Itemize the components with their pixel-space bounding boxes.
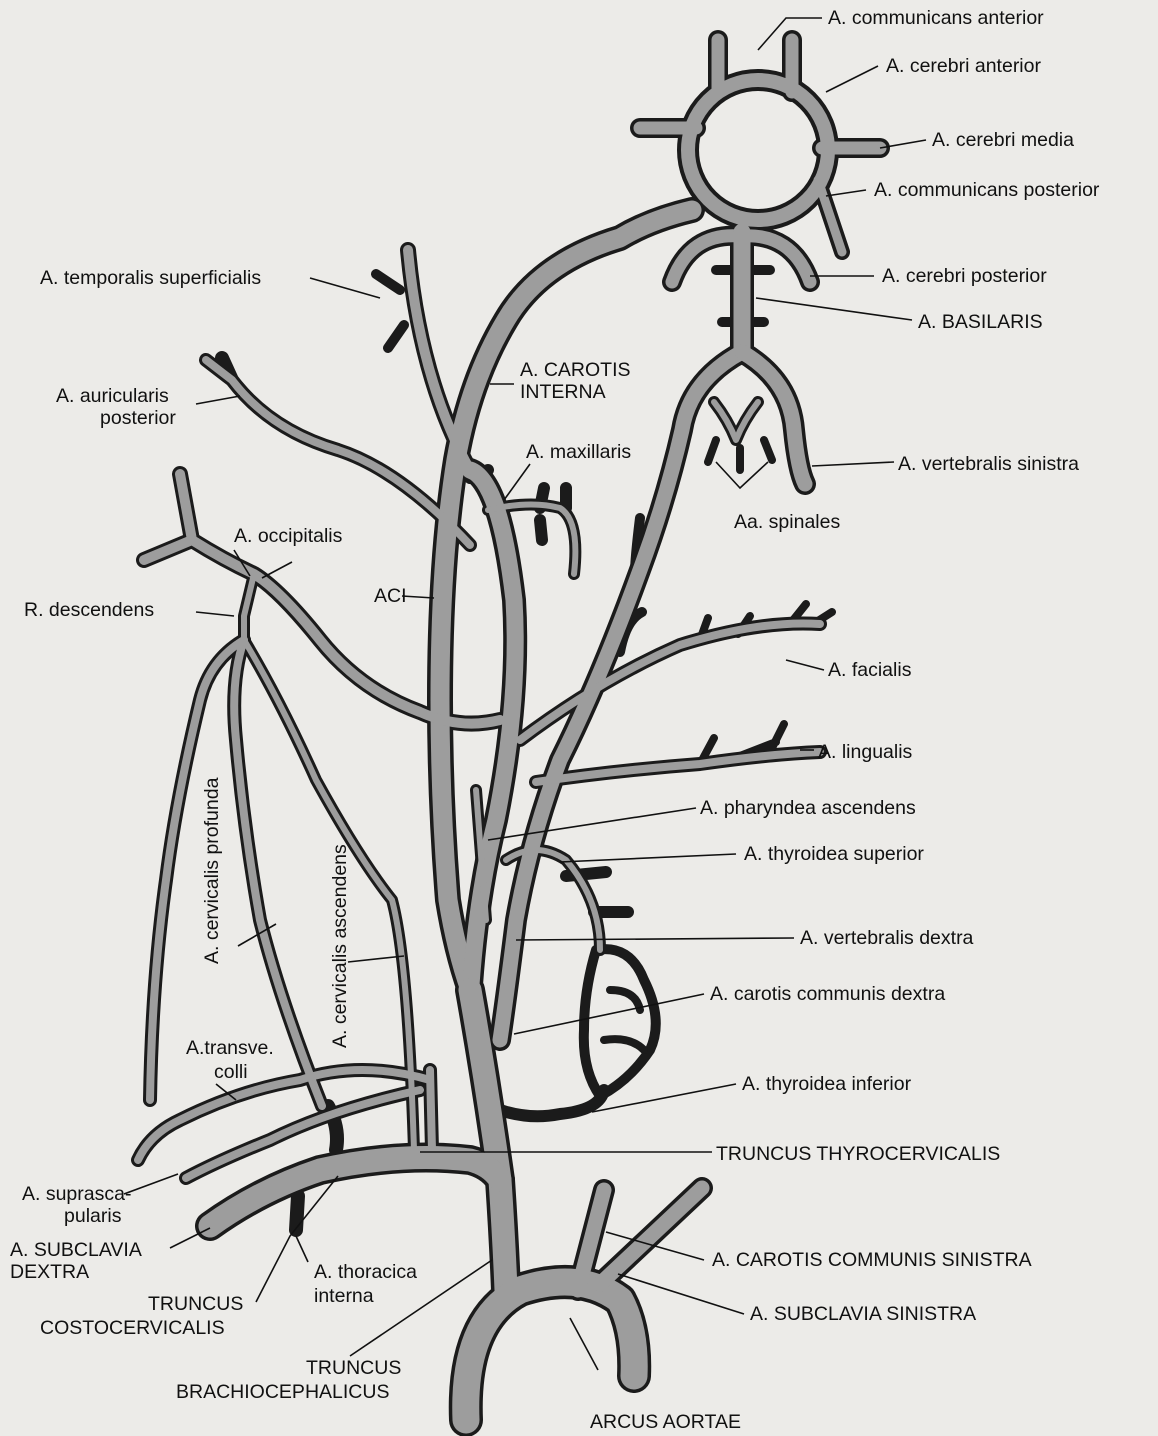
label-truncus-brachiocephalicus-2: BRACHIOCEPHALICUS	[176, 1381, 389, 1403]
label-thyroidea-superior: A. thyroidea superior	[744, 843, 924, 865]
label-spinales: Aa. spinales	[734, 511, 840, 533]
label-cerebri-anterior: A. cerebri anterior	[886, 55, 1041, 77]
label-aci: ACI	[374, 585, 407, 607]
label-facialis: A. facialis	[828, 659, 912, 681]
label-thoracica-interna-2: interna	[314, 1285, 374, 1307]
label-subclavia-dextra-1: A. SUBCLAVIA	[10, 1239, 142, 1261]
label-transversa-colli-1: A.transve.	[186, 1037, 274, 1059]
label-transversa-colli-2: colli	[214, 1061, 248, 1083]
label-auricularis-posterior-1: A. auricularis	[56, 385, 169, 407]
label-truncus-costocervicalis-2: COSTOCERVICALIS	[40, 1317, 225, 1339]
label-cervicalis-profunda: A. cervicalis profunda	[201, 777, 223, 964]
label-carotis-interna-2: INTERNA	[520, 381, 606, 403]
label-vertebralis-sinistra: A. vertebralis sinistra	[898, 453, 1079, 475]
label-truncus-thyrocervicalis: TRUNCUS THYROCERVICALIS	[716, 1143, 1000, 1165]
label-subclavia-dextra-2: DEXTRA	[10, 1261, 89, 1283]
label-basilaris: A. BASILARIS	[918, 311, 1043, 333]
label-cerebri-posterior: A. cerebri posterior	[882, 265, 1047, 287]
label-temporalis-superficialis: A. temporalis superficialis	[40, 267, 261, 289]
label-suprascapularis-1: A. suprasca-	[22, 1183, 131, 1205]
label-cervicalis-ascendens: A. cervicalis ascendens	[329, 844, 351, 1048]
label-lingualis: A. lingualis	[818, 741, 913, 763]
label-communicans-anterior: A. communicans anterior	[828, 7, 1044, 29]
label-carotis-interna-1: A. CAROTIS	[520, 359, 631, 381]
label-carotis-communis-sinistra: A. CAROTIS COMMUNIS SINISTRA	[712, 1249, 1032, 1271]
label-subclavia-sinistra: A. SUBCLAVIA SINISTRA	[750, 1303, 976, 1325]
label-communicans-posterior: A. communicans posterior	[874, 179, 1100, 201]
label-vertebralis-dextra: A. vertebralis dextra	[800, 927, 974, 949]
label-thoracica-interna-1: A. thoracica	[314, 1261, 417, 1283]
label-auricularis-posterior-2: posterior	[100, 407, 176, 429]
label-thyroidea-inferior: A. thyroidea inferior	[742, 1073, 912, 1095]
label-suprascapularis-2: pularis	[64, 1205, 122, 1227]
label-r-descendens: R. descendens	[24, 599, 154, 621]
label-carotis-communis-dextra: A. carotis communis dextra	[710, 983, 945, 1005]
label-truncus-costocervicalis-1: TRUNCUS	[148, 1293, 243, 1315]
label-arcus-aortae: ARCUS AORTAE	[590, 1411, 741, 1433]
label-maxillaris: A. maxillaris	[526, 441, 631, 463]
label-occipitalis: A. occipitalis	[234, 525, 343, 547]
label-pharyndea-ascendens: A. pharyndea ascendens	[700, 797, 916, 819]
label-truncus-brachiocephalicus-1: TRUNCUS	[306, 1357, 401, 1379]
label-cerebri-media: A. cerebri media	[932, 129, 1074, 151]
